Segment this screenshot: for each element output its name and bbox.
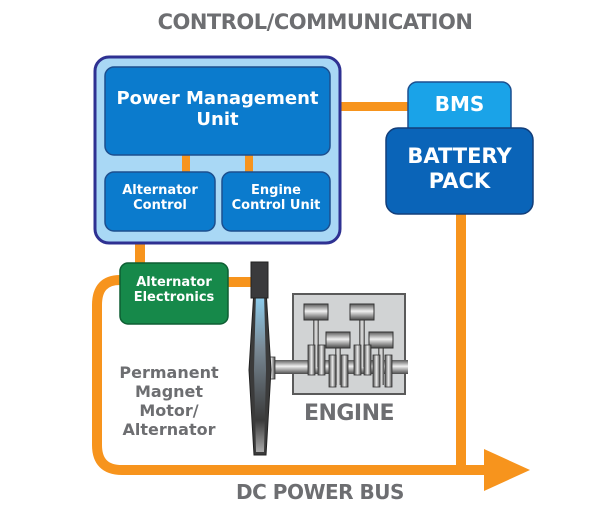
arrow-right-icon <box>484 449 530 491</box>
ecu-label: Engine Control Unit <box>231 183 321 214</box>
diagram-title: CONTROL/COMMUNICATION <box>157 10 473 34</box>
engine-crankshaft-icon <box>272 293 408 395</box>
motor-label: Permanent Magnet Motor/ Alternator <box>119 363 219 439</box>
battery-pack-label: BATTERY PACK <box>407 144 512 193</box>
pmu-label: Power Management Unit <box>116 88 319 131</box>
battery-bus-link <box>456 210 466 472</box>
alternator-control-box <box>104 171 216 232</box>
flywheel-icon <box>248 261 276 456</box>
dc-power-bus-line <box>92 275 500 475</box>
alternator-electronics-label: Alternator Electronics <box>133 275 215 306</box>
pmu-box <box>104 66 331 156</box>
ecu-box <box>221 171 331 232</box>
electronics-motor-link <box>225 277 253 287</box>
pmu-bms-link <box>330 102 410 111</box>
alternator-electronics-box <box>119 262 229 325</box>
altctrl-electronics-link <box>135 235 145 267</box>
bms-label: BMS <box>434 92 485 116</box>
engine-label: ENGINE <box>303 401 395 426</box>
battery-pack-box <box>385 127 534 215</box>
alternator-control-label: Alternator Control <box>122 183 198 214</box>
dc-power-bus-label: DC POWER BUS <box>236 480 404 504</box>
